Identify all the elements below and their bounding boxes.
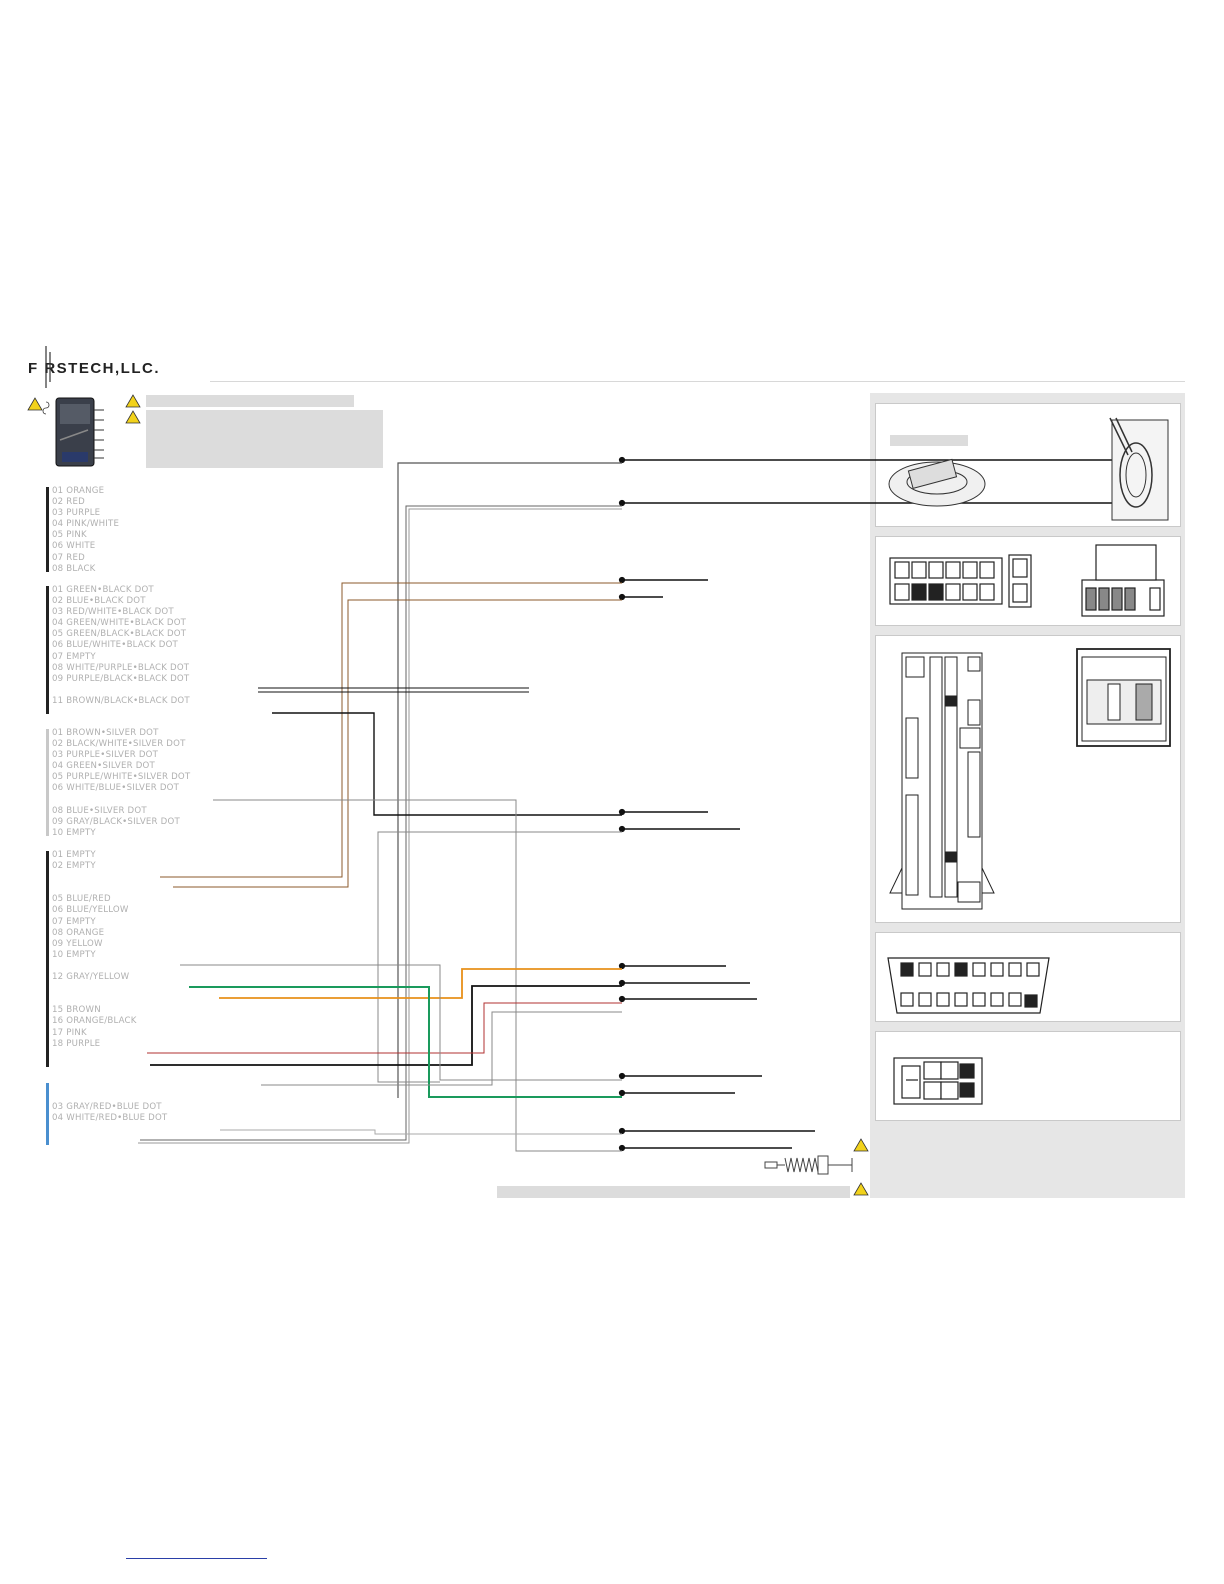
wire-label: 03 GRAY/RED•BLUE DOT [52, 1102, 162, 1112]
obd-connector-icon [887, 957, 1050, 1014]
header-rule [210, 381, 1185, 382]
routed-wires [138, 462, 622, 1152]
wire-label: 07 RED [52, 552, 85, 563]
wire-label: 02 EMPTY [52, 861, 96, 872]
wire-label: 05 GREEN/BLACK•BLACK DOT [52, 629, 187, 640]
remote-start-module-icon [42, 397, 104, 467]
door-connector-icon [893, 1057, 983, 1105]
connector-1-bar [46, 487, 49, 572]
wire-label: 04 WHITE/RED•BLUE DOT [52, 1113, 168, 1124]
wire-label: 02 RED [52, 497, 85, 508]
wire-label: 07 EMPTY [52, 916, 96, 927]
connector-4-bar [46, 851, 49, 1067]
wire-label: 05 BLUE/RED [52, 894, 111, 905]
wire-label: 05 PURPLE/WHITE•SILVER DOT [52, 772, 191, 783]
footer-link-underline[interactable] [126, 1558, 267, 1559]
ignition-note-bar [890, 435, 968, 446]
wire-label: 01 ORANGE [52, 486, 105, 496]
wire-label: 06 BLUE/YELLOW [52, 905, 129, 916]
ignition-key-icon [888, 417, 1169, 521]
wire-label: 06 BLUE/WHITE•BLACK DOT [52, 640, 178, 651]
wire-label: 10 EMPTY [52, 827, 96, 838]
firstech-logo: F RSTECH,LLC. [28, 360, 160, 377]
output-wires [618, 456, 1130, 1152]
connector-2-bar [46, 586, 49, 714]
connector-5-list: 03 GRAY/RED•BLUE DOT 04 WHITE/RED•BLUE D… [52, 1102, 167, 1124]
connector-2-list: 01 GREEN•BLACK DOT 02 BLUE•BLACK DOT 03 … [52, 585, 190, 707]
relay-connector-icon [889, 544, 1165, 617]
footer-note-bar [497, 1186, 850, 1198]
wire-label: 11 BROWN/BLACK•BLACK DOT [52, 695, 190, 706]
wire-label: 07 EMPTY [52, 651, 96, 662]
connector-5-bar [46, 1083, 49, 1145]
wire-label: 03 PURPLE [52, 508, 101, 519]
note-block [146, 410, 383, 468]
wire-label: 09 GRAY/BLACK•SILVER DOT [52, 816, 180, 827]
wire-label: 10 EMPTY [52, 949, 96, 960]
wire-label: 01 EMPTY [52, 850, 96, 860]
note-bar-1 [146, 395, 354, 407]
wire-label: 12 GRAY/YELLOW [52, 972, 130, 983]
connector-3-bar [46, 729, 49, 836]
wire-label: 08 BLACK [52, 563, 96, 574]
wire-label: 06 WHITE [52, 541, 96, 552]
wire-label: 18 PURPLE [52, 1038, 101, 1049]
wire-label: 02 BLUE•BLACK DOT [52, 596, 146, 607]
wire-label: 15 BROWN [52, 1005, 101, 1016]
wire-label: 03 RED/WHITE•BLACK DOT [52, 607, 174, 618]
wire-label: 01 GREEN•BLACK DOT [52, 585, 154, 595]
wire-label: 01 BROWN•SILVER DOT [52, 728, 159, 738]
wire-label: 08 ORANGE [52, 927, 105, 938]
connector-4-list: 01 EMPTY 02 EMPTY 05 BLUE/RED 06 BLUE/YE… [52, 850, 137, 1050]
warning-icon [27, 397, 43, 411]
wire-label: 08 WHITE/PURPLE•BLACK DOT [52, 662, 190, 673]
wire-label: 08 BLUE•SILVER DOT [52, 805, 147, 816]
wire-label: 09 YELLOW [52, 938, 103, 949]
antenna-coil-icon [764, 1155, 853, 1175]
wire-label: 04 PINK/WHITE [52, 519, 120, 530]
fuse-block-connector-icon [889, 648, 1171, 910]
logo-mark-icon [45, 346, 51, 388]
connector-3-list: 01 BROWN•SILVER DOT 02 BLACK/WHITE•SILVE… [52, 728, 190, 839]
connector-1-list: 01 ORANGE 02 RED 03 PURPLE 04 PINK/WHITE… [52, 486, 119, 575]
wire-label: 05 PINK [52, 530, 87, 541]
wire-label: 02 BLACK/WHITE•SILVER DOT [52, 739, 186, 750]
wire-label: 04 GREEN•SILVER DOT [52, 761, 155, 772]
wire-label: 09 PURPLE/BLACK•BLACK DOT [52, 673, 190, 684]
wire-label: 03 PURPLE•SILVER DOT [52, 750, 159, 761]
warning-icon [853, 1138, 869, 1196]
wire-label: 17 PINK [52, 1027, 87, 1038]
wire-label: 04 GREEN/WHITE•BLACK DOT [52, 618, 187, 629]
warning-icon [125, 394, 141, 424]
wire-label: 06 WHITE/BLUE•SILVER DOT [52, 783, 180, 794]
wire-label: 16 ORANGE/BLACK [52, 1016, 137, 1027]
